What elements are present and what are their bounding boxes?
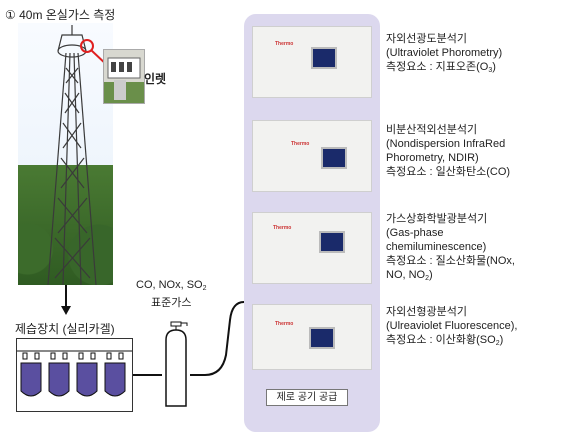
silica-gel-dryer bbox=[16, 338, 133, 412]
inlet-photo bbox=[103, 49, 145, 104]
analyzer-nox-desc: 가스상화학발광분석기 (Gas-phase chemiluminescence)… bbox=[386, 213, 515, 282]
analyzer-so2-photo: Thermo bbox=[252, 304, 372, 370]
down-arrow-icon bbox=[61, 306, 71, 315]
analyzer-ozone-photo: Thermo bbox=[252, 26, 372, 98]
tower-photo bbox=[18, 23, 113, 285]
dryer-jars bbox=[17, 350, 132, 397]
zero-air-supply-label: 제로 공기 공급 bbox=[266, 389, 348, 406]
analyzer-ozone-desc: 자외선광도분석기 (Ultraviolet Phorometry) 측정요소 :… bbox=[386, 33, 503, 74]
analyzer-rack: Thermo Thermo Thermo Thermo 제로 공기 공급 bbox=[244, 14, 380, 432]
gas-cylinder-icon bbox=[165, 321, 188, 407]
analyzer-so2-desc: 자외선형광분석기 (Ulreaviolet Fluorescence), 측정요… bbox=[386, 306, 518, 347]
analyzer-co-photo: Thermo bbox=[252, 120, 372, 192]
inlet-highlight-circle bbox=[80, 39, 94, 53]
tower-icon bbox=[47, 25, 109, 285]
standard-gas-label: CO, NOx, SO2 표준가스 bbox=[136, 279, 207, 309]
analyzer-nox-photo: Thermo bbox=[252, 212, 372, 284]
inlet-label: 인렛 bbox=[144, 72, 167, 86]
dryer-label: 제습장치 (실리카겔) bbox=[15, 322, 115, 336]
page-title: ① 40m 온실가스 측정 bbox=[5, 8, 116, 22]
analyzer-co-desc: 비분산적외선분석기 (Nondispersion InfraRed Phorom… bbox=[386, 124, 511, 178]
cylinder-to-panel-line bbox=[190, 301, 245, 376]
